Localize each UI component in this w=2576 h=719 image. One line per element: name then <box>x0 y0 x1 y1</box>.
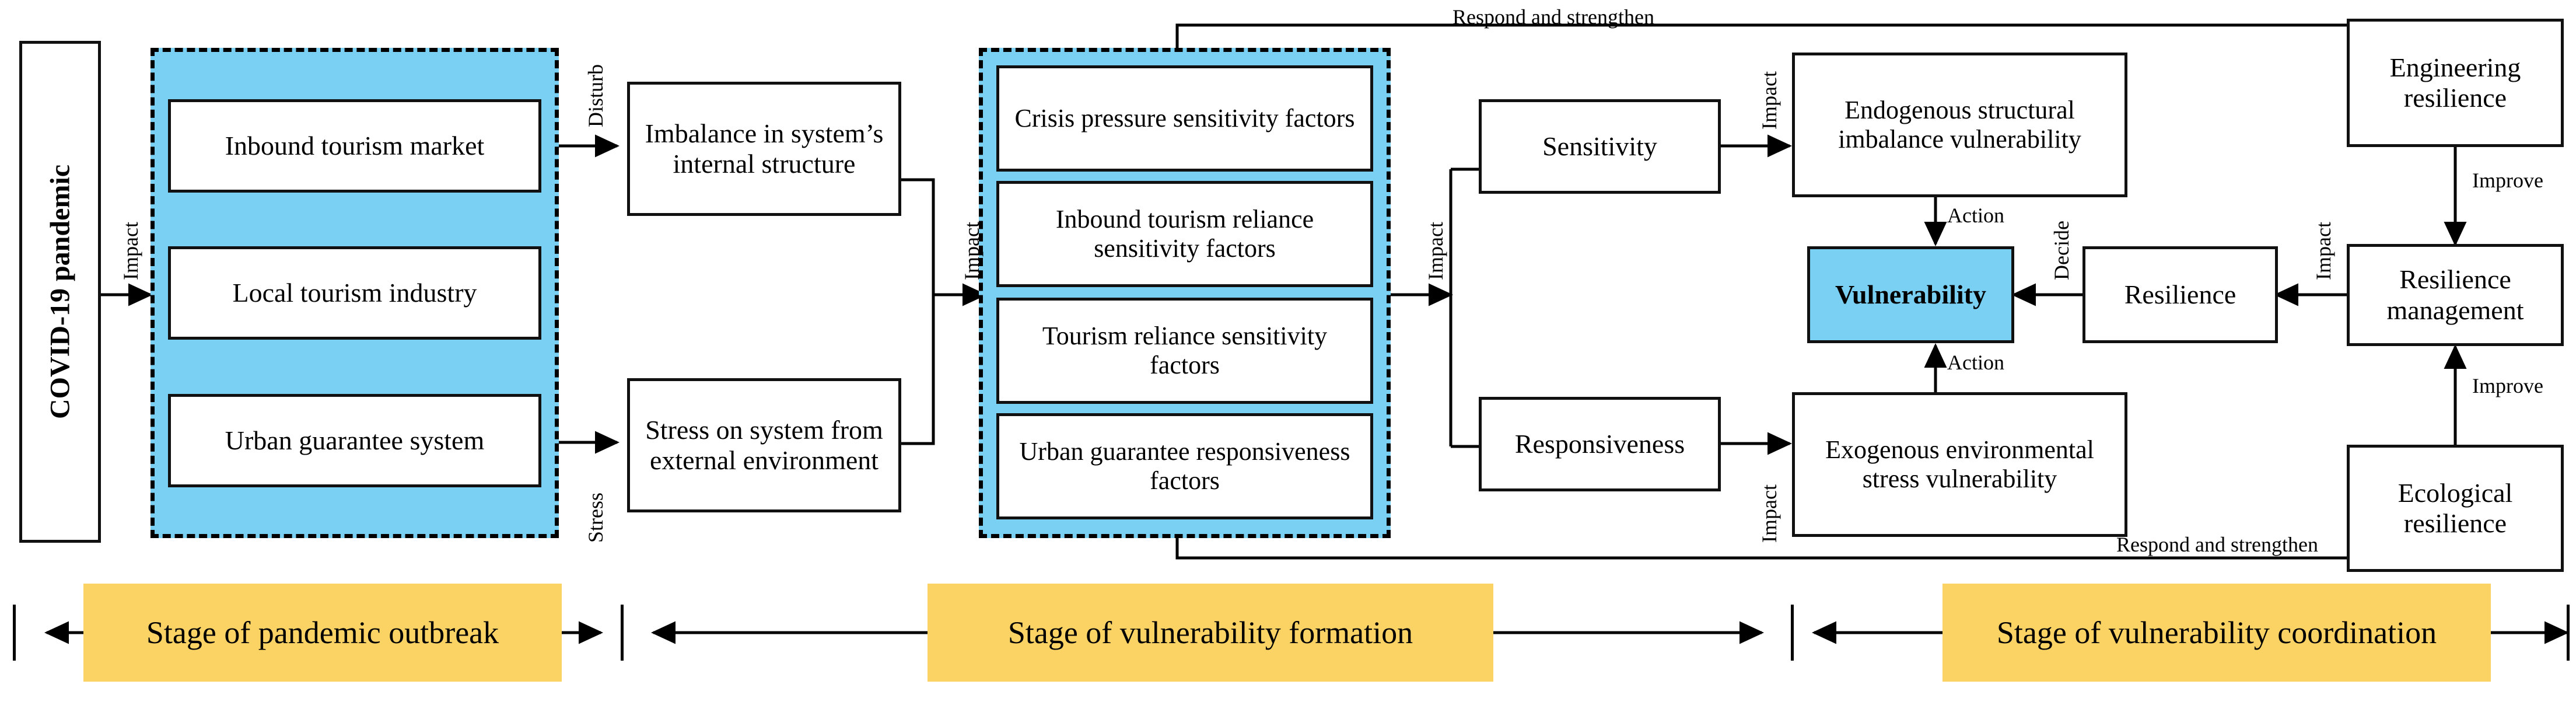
node-responsiveness[interactable]: Responsiveness <box>1479 397 1721 491</box>
node-exogenous-vulnerability[interactable]: Exogenous environmental stress vulnerabi… <box>1792 392 2127 537</box>
node-ecological-resilience[interactable]: Ecological resilience <box>2347 445 2564 572</box>
stage-bar-vulnerability-coordination[interactable]: Stage of vulnerability coordination <box>1943 584 2491 682</box>
label-improve-bottom: Improve <box>2472 374 2543 397</box>
node-inbound-tourism-market[interactable]: Inbound tourism market <box>168 99 541 193</box>
node-vulnerability-core[interactable]: Vulnerability <box>1807 246 2014 343</box>
label-respond-top: Respond and strengthen <box>1452 5 1654 29</box>
node-covid-pandemic[interactable]: COVID-19 pandemic <box>19 41 101 543</box>
label-impact-3: Impact <box>1424 222 1447 280</box>
label-action-bottom: Action <box>1947 351 2004 374</box>
node-crisis-pressure-sensitivity[interactable]: Crisis pressure sensitivity factors <box>996 65 1373 172</box>
node-inbound-reliance-sensitivity[interactable]: Inbound tourism reliance sensitivity fac… <box>996 181 1373 287</box>
label-impact-sensitivity: Impact <box>1758 71 1781 130</box>
stage-bar-pandemic-outbreak[interactable]: Stage of pandemic outbreak <box>83 584 562 682</box>
node-urban-guarantee-system[interactable]: Urban guarantee system <box>168 394 541 487</box>
label-impact-responsiveness: Impact <box>1758 484 1781 543</box>
stage-tick-1 <box>621 605 624 661</box>
stage-tick-3 <box>2567 605 2570 661</box>
label-respond-bottom: Respond and strengthen <box>2116 533 2318 556</box>
stage-bar-vulnerability-formation[interactable]: Stage of vulnerability formation <box>928 584 1493 682</box>
label-impact-management: Impact <box>2312 222 2335 280</box>
label-action-top: Action <box>1947 204 2004 227</box>
label-stress: Stress <box>584 492 607 543</box>
node-local-tourism-industry[interactable]: Local tourism industry <box>168 246 541 340</box>
node-resilience[interactable]: Resilience <box>2082 246 2278 343</box>
label-decide: Decide <box>2050 221 2073 280</box>
bracket-effects <box>901 178 935 445</box>
node-urban-guarantee-responsiveness[interactable]: Urban guarantee responsiveness factors <box>996 413 1373 519</box>
node-tourism-reliance-sensitivity[interactable]: Tourism reliance sensitivity factors <box>996 298 1373 404</box>
node-internal-imbalance[interactable]: Imbalance in system’s internal structure <box>627 82 901 216</box>
node-resilience-management[interactable]: Resilience management <box>2347 244 2564 346</box>
label-improve-top: Improve <box>2472 169 2543 192</box>
node-endogenous-vulnerability[interactable]: Endogenous structural imbalance vulnerab… <box>1792 53 2127 197</box>
node-covid-pandemic-label: COVID-19 pandemic <box>44 164 76 420</box>
node-engineering-resilience[interactable]: Engineering resilience <box>2347 19 2564 147</box>
stage-tick-2 <box>1791 605 1794 661</box>
node-sensitivity[interactable]: Sensitivity <box>1479 99 1721 194</box>
label-impact-2: Impact <box>960 222 984 280</box>
label-impact-1: Impact <box>119 222 142 280</box>
node-external-stress[interactable]: Stress on system from external environme… <box>627 378 901 512</box>
stage-tick-0 <box>13 605 16 661</box>
label-disturb: Disturb <box>584 64 607 127</box>
